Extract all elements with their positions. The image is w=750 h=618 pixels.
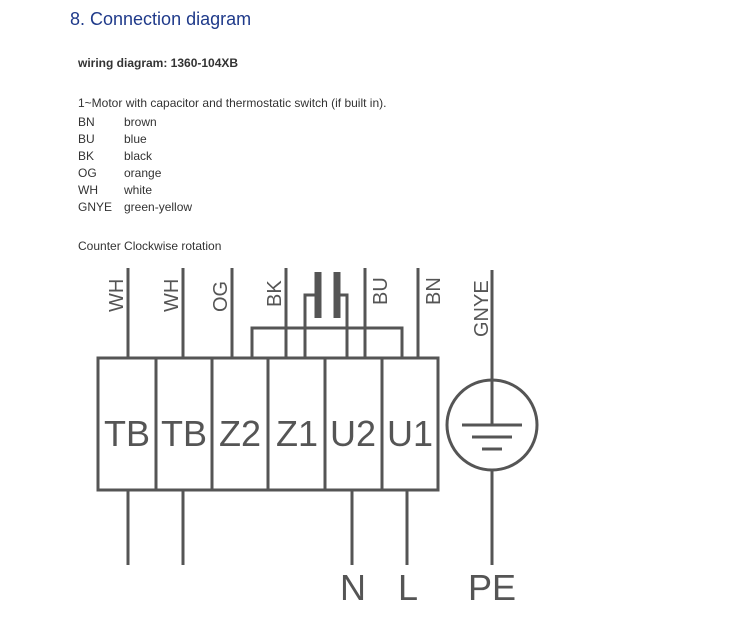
rotation-label: Counter Clockwise rotation (78, 239, 222, 253)
terminal-label: TB (161, 413, 207, 454)
section-title: 8. Connection diagram (70, 9, 252, 29)
wire-label: WH (161, 279, 183, 312)
terminal-label: U1 (387, 413, 433, 454)
legend-color: white (124, 183, 153, 197)
motor-description: 1~Motor with capacitor and thermostatic … (78, 96, 387, 110)
legend-row: BK black (78, 148, 192, 165)
upper-wires (126, 268, 494, 380)
wiring-diagram-id: wiring diagram: 1360-104XB (78, 56, 239, 70)
legend-code: OG (78, 166, 97, 180)
wire-label: BN (423, 277, 445, 305)
terminal-labels: TB TB Z2 Z1 U2 U1 (104, 413, 433, 454)
wire-label: WH (106, 279, 128, 312)
legend-row: WH white (78, 182, 192, 199)
legend-color: orange (124, 166, 162, 180)
wire-label: GNYE (471, 280, 493, 337)
supply-labels: N L PE (340, 567, 516, 608)
supply-label: PE (468, 567, 516, 608)
legend-code: BK (78, 149, 95, 163)
bridge-and-capacitor (250, 272, 404, 358)
legend-row: BN brown (78, 114, 192, 131)
legend-row: GNYE green-yellow (78, 199, 192, 216)
legend-row: BU blue (78, 131, 192, 148)
terminal-label: Z2 (219, 413, 261, 454)
supply-label: N (340, 567, 366, 608)
legend-code: GNYE (78, 200, 113, 214)
terminal-label: Z1 (276, 413, 318, 454)
wire-labels: WH WH OG BK BU BN GNYE (106, 277, 493, 337)
supply-label: L (398, 567, 418, 608)
terminal-label: U2 (330, 413, 376, 454)
wire-label: OG (210, 281, 232, 312)
wire-label: BU (370, 277, 392, 305)
legend-color: black (124, 149, 153, 163)
legend-code: BN (78, 115, 95, 129)
legend-color: blue (124, 132, 147, 146)
legend-code: BU (78, 132, 95, 146)
legend-code: WH (78, 183, 98, 197)
wire-label: BK (264, 280, 286, 307)
terminal-label: TB (104, 413, 150, 454)
earth-symbol (445, 378, 539, 565)
lower-wires (126, 490, 409, 565)
legend-color: brown (124, 115, 157, 129)
terminal-block (96, 356, 440, 492)
legend-row: OG orange (78, 165, 192, 182)
legend-color: green-yellow (124, 200, 193, 214)
